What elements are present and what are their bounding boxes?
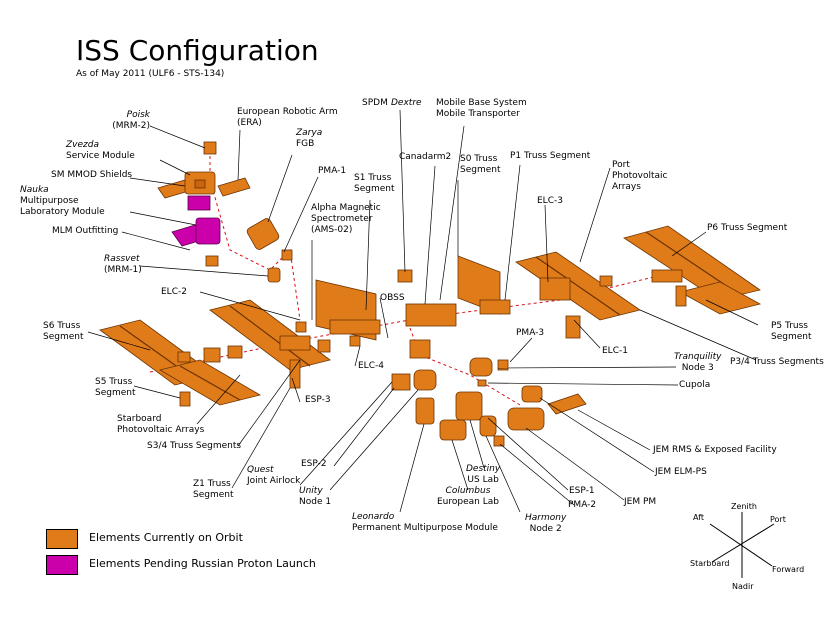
pma3: [497, 359, 509, 371]
cupola: [477, 379, 487, 387]
label-esp3: ESP-3: [305, 395, 331, 405]
label-s34-truss: S3/4 Truss Segments: [147, 441, 242, 451]
page-title: ISS Configuration: [76, 34, 319, 67]
label-elc1: ELC-1: [602, 346, 628, 356]
label-obss: OBSS: [380, 293, 405, 303]
label-p1-truss: P1 Truss Segment: [510, 151, 591, 161]
legend-swatch-pending: [46, 555, 78, 575]
zvezda-solar-array-right: [217, 177, 251, 197]
leonardo-module: [415, 397, 435, 425]
starboard-truss: [99, 299, 331, 407]
legend-label-pending: Elements Pending Russian Proton Launch: [89, 557, 316, 570]
label-era: European Robotic Arm(ERA): [237, 107, 338, 128]
label-esp1: ESP-1: [569, 486, 595, 496]
label-sm-mmod: SM MMOD Shields: [51, 170, 133, 180]
unity-node: [413, 369, 437, 391]
compass-starboard: Starboard: [690, 559, 730, 568]
label-jem-rms: JEM RMS & Exposed Facility: [653, 445, 777, 455]
compass-nadir: Nadir: [732, 582, 754, 591]
center-truss: [315, 255, 511, 359]
jem-pm: [507, 407, 545, 431]
port-truss: [515, 225, 762, 339]
us-segment: [203, 347, 587, 447]
harmony-node: [479, 415, 497, 437]
label-p34-truss: P3/4 Truss Segments: [730, 357, 824, 367]
russian-segment: [157, 141, 293, 283]
label-mlm-outfitting: MLM Outfitting: [52, 226, 119, 236]
label-canadarm2: Canadarm2: [399, 152, 452, 162]
jem-elm: [521, 385, 543, 403]
label-jem-elm: JEM ELM-PS: [655, 467, 707, 477]
s34-array: [209, 299, 331, 371]
label-dextre: Dextre: [391, 98, 422, 108]
compass-zenith: Zenith: [731, 502, 757, 511]
leader-lines: [87, 109, 759, 513]
label-rassvet: Rassvet(MRM-1): [104, 254, 142, 275]
tranquility-node: [469, 357, 493, 377]
orientation-compass: [709, 512, 775, 578]
page-subtitle: As of May 2011 (ULF6 - STS-134): [76, 69, 225, 79]
compass-aft: Aft: [693, 513, 704, 522]
rassvet-module: [267, 267, 281, 283]
zarya-module: [246, 218, 280, 250]
label-cupola: Cupola: [679, 380, 711, 390]
nauka-module: [187, 195, 211, 211]
label-poisk: Poisk(MRM-2): [112, 110, 150, 131]
label-elc4: ELC-4: [358, 361, 384, 371]
label-pma1: PMA-1: [318, 166, 347, 176]
pma2: [493, 435, 505, 447]
quest-module: [391, 373, 411, 391]
label-esp2: ESP-2: [301, 459, 327, 469]
p5-array: [678, 281, 762, 315]
legend-swatch-on-orbit: [46, 529, 78, 549]
compass-forward: Forward: [772, 565, 805, 574]
label-pma3: PMA-3: [516, 328, 545, 338]
label-pma2: PMA-2: [568, 500, 597, 510]
compass-port: Port: [770, 515, 786, 524]
label-elc2: ELC-2: [161, 287, 187, 297]
destiny-lab: [455, 391, 483, 421]
label-elc3: ELC-3: [537, 196, 563, 206]
label-spdm: SPDM: [362, 98, 388, 108]
label-p6-truss: P6 Truss Segment: [707, 223, 788, 233]
label-jem-pm: JEM PM: [624, 497, 657, 507]
legend-label-on-orbit: Elements Currently on Orbit: [89, 531, 243, 544]
columbus-lab: [439, 419, 467, 441]
